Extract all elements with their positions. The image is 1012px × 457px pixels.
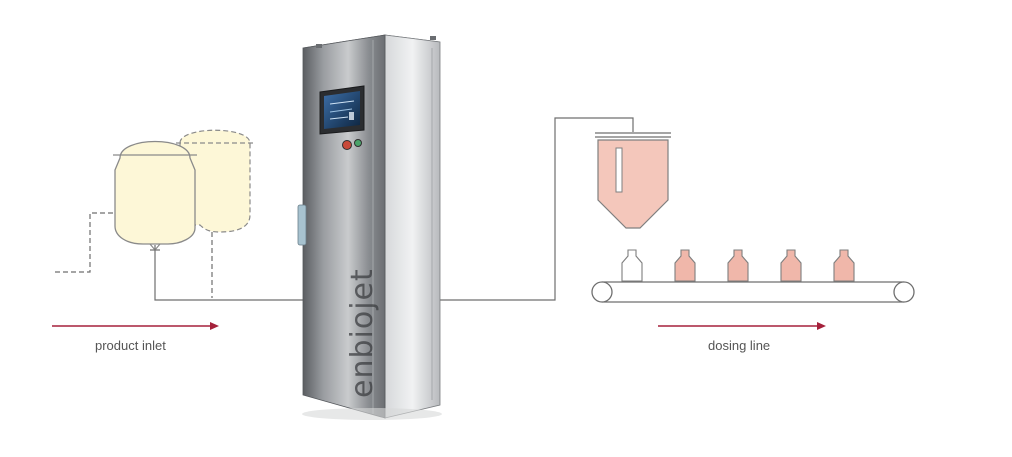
start-button [354, 139, 362, 147]
conveyor-belt [591, 281, 915, 303]
inlet-piping [55, 212, 305, 301]
product-inlet-label: product inlet [95, 338, 166, 353]
hmi-screen [319, 85, 365, 135]
stop-button [342, 140, 352, 150]
dosing-hopper [595, 132, 671, 229]
empty-bottle [621, 249, 643, 282]
dosing-line-arrow [658, 322, 826, 330]
dosing-line-label: dosing line [708, 338, 771, 353]
dashed-pipe-left [55, 212, 118, 273]
solid-pipe-to-cabinet [154, 245, 305, 301]
bottle-row [621, 249, 855, 282]
product-tank [113, 140, 197, 251]
product-inlet-arrow [52, 322, 219, 330]
reserve-tank [176, 129, 254, 233]
filled-bottle [727, 249, 749, 282]
enbiojet-cabinet: enbiojet [297, 34, 442, 420]
outlet-piping [440, 117, 634, 301]
filled-bottle [674, 249, 696, 282]
door-handle [297, 204, 307, 246]
filled-bottle [833, 249, 855, 282]
filled-bottle [780, 249, 802, 282]
cabinet-brand: enbiojet [345, 268, 380, 398]
